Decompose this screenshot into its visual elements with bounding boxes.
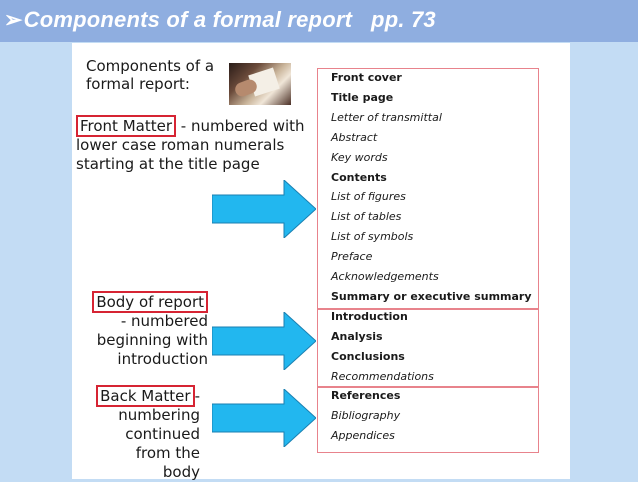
front-list-item: Front cover — [331, 71, 402, 84]
body-list-item: Analysis — [331, 329, 383, 343]
slide-title: ➢Components of a formal report pp. 73 — [4, 7, 436, 33]
back-matter-list-box — [317, 387, 539, 453]
back-matter-line3: continued — [125, 425, 200, 443]
front-list-item: Abstract — [331, 130, 378, 144]
front-list-item: Contents — [331, 170, 387, 184]
front-list-item: Letter of transmittal — [331, 110, 442, 124]
body-list-item: Recommendations — [331, 369, 434, 383]
body-list-item: Conclusions — [331, 349, 405, 363]
back-matter-label: Back Matter- numbering continued from th… — [94, 385, 200, 482]
front-list-item: Summary or executive summary — [331, 289, 532, 303]
back-list-item: Bibliography — [331, 408, 401, 422]
slide-title-text: Components of a formal report pp. 73 — [23, 7, 436, 32]
body-list-box — [317, 309, 539, 387]
figure-heading-line2: formal report: — [86, 75, 190, 93]
figure-heading-line1: Components of a — [86, 57, 215, 75]
signing-photo — [229, 63, 291, 105]
body-arrow-icon — [212, 312, 316, 370]
front-matter-line1: - numbered with — [180, 117, 305, 135]
back-matter-line4: from the body — [135, 444, 200, 481]
back-matter-line2: numbering — [118, 406, 200, 424]
front-list-item: Title page — [331, 90, 394, 104]
body-of-report-box: Body of report — [92, 291, 208, 313]
front-list-item: Preface — [331, 250, 373, 264]
arrow-bullet-icon: ➢ — [4, 7, 23, 32]
back-list-item: Appendices — [331, 428, 395, 442]
front-list-item: List of symbols — [331, 230, 414, 244]
front-list-item: Acknowledgements — [331, 270, 439, 283]
back-matter-arrow-icon — [212, 389, 316, 447]
front-matter-line2: lower case roman numerals — [76, 136, 285, 154]
front-matter-line3: starting at the title page — [76, 155, 260, 173]
figure-panel: Components of a formal report: Front Mat… — [72, 43, 570, 482]
back-matter-box: Back Matter — [96, 385, 195, 407]
body-of-report-line2: - numbered — [120, 312, 208, 330]
front-matter-label: Front Matter - numbered with lower case … — [76, 115, 316, 174]
front-matter-list-box — [317, 68, 539, 309]
front-matter-arrow-icon — [212, 180, 316, 238]
body-list-item: Introduction — [331, 310, 408, 323]
body-of-report-line3: beginning with — [96, 331, 208, 349]
figure-heading: Components of a formal report: — [86, 57, 214, 93]
back-list-item: References — [331, 389, 401, 402]
body-of-report-label: Body of report - numbered beginning with… — [88, 291, 208, 369]
body-of-report-line4: introduction — [117, 350, 208, 368]
front-list-item: List of figures — [331, 190, 406, 204]
front-matter-box: Front Matter — [76, 115, 176, 137]
front-list-item: List of tables — [331, 210, 402, 224]
title-bar: ➢Components of a formal report pp. 73 — [0, 0, 638, 42]
back-matter-dash: - — [194, 387, 200, 405]
front-list-item: Key words — [331, 150, 388, 164]
